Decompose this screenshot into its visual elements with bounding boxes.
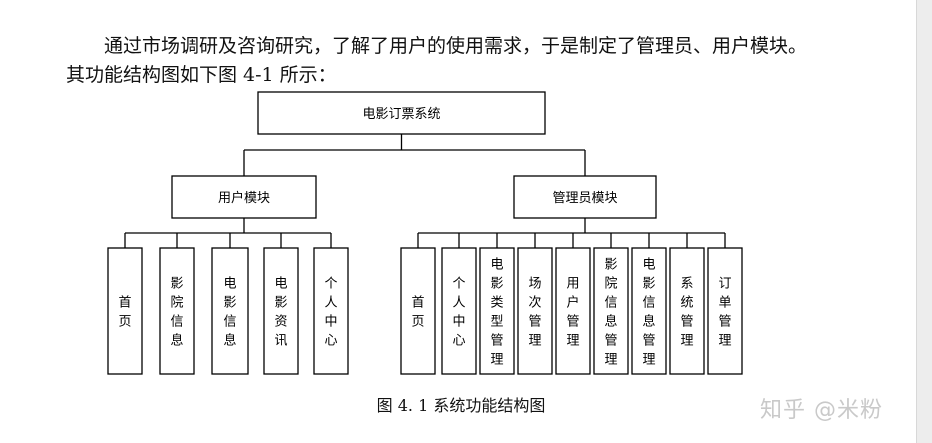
leaf-node-label: 电影信息 (223, 277, 236, 349)
leaf-node (479, 247, 515, 375)
leaf-node-label: 个人中心 (324, 277, 337, 349)
leaf-node (517, 247, 553, 375)
leaf-node-label: 用户管理 (566, 277, 579, 349)
leaf-node-label: 影院信息 (170, 277, 183, 349)
root-node-label: 电影订票系统 (362, 107, 440, 122)
branch-node-admin (513, 175, 657, 219)
leaf-node (400, 247, 436, 375)
leaf-node (313, 247, 349, 375)
leaf-node-label: 个人中心 (452, 277, 465, 349)
leaf-node-label: 系统管理 (680, 277, 693, 349)
leaf-node-label: 场次管理 (528, 277, 541, 349)
intro-paragraph-line2: 其功能结构图如下图 4-1 所示： (66, 64, 337, 86)
leaf-node-label: 首页 (411, 296, 424, 330)
leaf-node (159, 247, 195, 375)
leaf-node (669, 247, 705, 375)
leaf-node-label: 订单管理 (718, 277, 731, 349)
leaf-node-label: 电影类型管理 (490, 258, 503, 368)
leaf-node (263, 247, 299, 375)
leaf-node (107, 247, 143, 375)
branch-node-label: 管理员模块 (552, 191, 617, 206)
leaf-node (707, 247, 743, 375)
leaf-node-label: 电影信息管理 (642, 258, 655, 368)
branch-node-user (171, 175, 317, 219)
watermark: 知乎 @米粉 (760, 398, 883, 423)
leaf-node-label: 电影资讯 (274, 277, 287, 349)
leaf-node-label: 影院信息管理 (604, 258, 617, 368)
leaf-node (631, 247, 667, 375)
intro-paragraph-line1: 通过市场调研及咨询研究，了解了用户的使用需求，于是制定了管理员、用户模块。 (104, 35, 808, 57)
leaf-node (593, 247, 629, 375)
leaf-node-label: 首页 (118, 296, 131, 330)
branch-node-label: 用户模块 (218, 190, 270, 206)
scrollbar-track[interactable] (916, 0, 932, 443)
leaf-node (441, 247, 477, 375)
figure-caption: 图 4. 1 系统功能结构图 (376, 396, 546, 415)
leaf-node (555, 247, 591, 375)
root-node (257, 91, 546, 135)
leaf-node (211, 247, 249, 375)
